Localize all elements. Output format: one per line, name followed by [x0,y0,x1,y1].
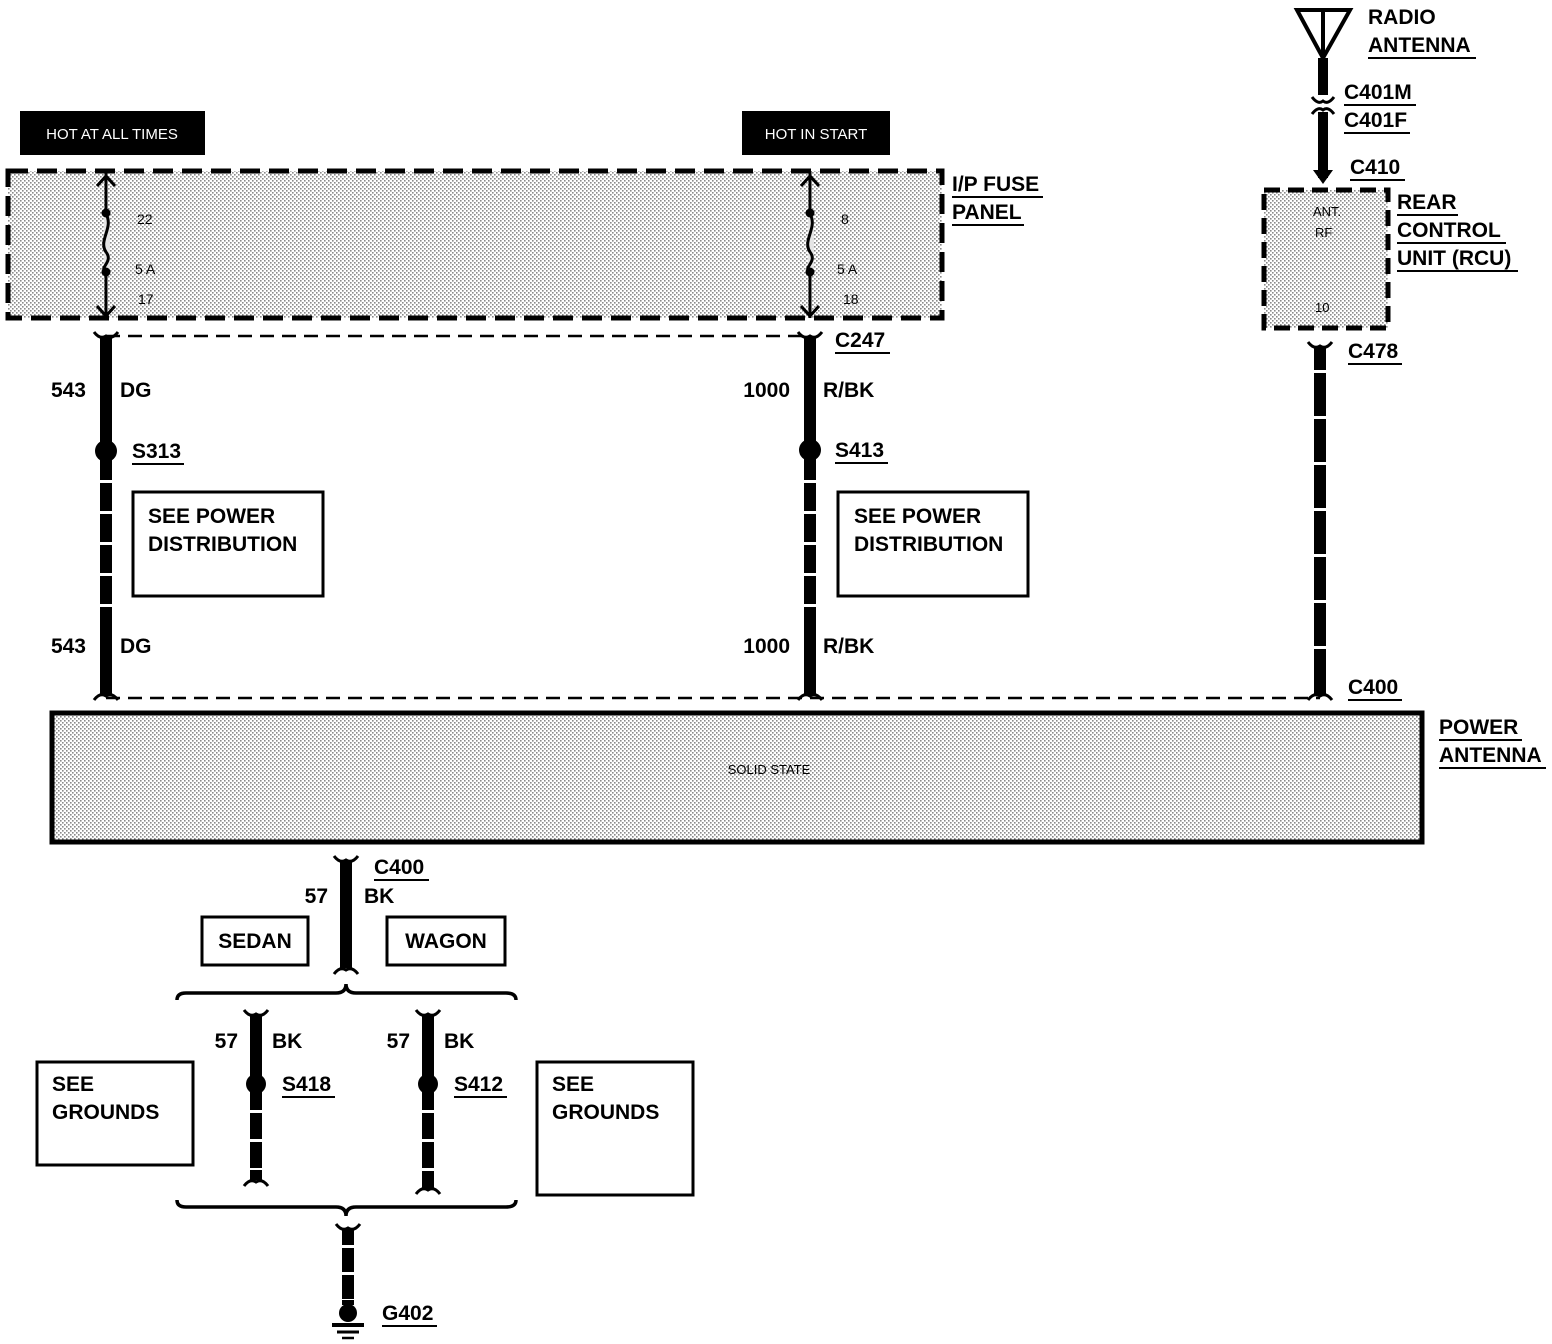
connector-c401: C401M C401F [1310,81,1416,184]
svg-text:RF: RF [1315,225,1332,240]
svg-text:R/BK: R/BK [823,635,874,658]
splice-s413: S413 [799,439,888,464]
see-power-distribution-left[interactable]: SEE POWER DISTRIBUTION [131,490,325,598]
wire-57-bk-main: C400 57 BK [305,855,429,975]
ground-wire-g402 [334,1223,362,1305]
svg-text:REAR: REAR [1397,191,1457,214]
ground-icon [332,1304,364,1340]
svg-text:G402: G402 [382,1302,433,1325]
svg-text:DISTRIBUTION: DISTRIBUTION [148,533,297,556]
svg-text:PANEL: PANEL [952,201,1022,224]
ground-label-g402: G402 [382,1302,437,1327]
svg-text:S418: S418 [282,1073,331,1096]
svg-text:10: 10 [1315,300,1329,315]
svg-text:HOT IN START: HOT IN START [765,126,868,143]
svg-text:57: 57 [387,1030,410,1053]
wire-1000-rbk: 1000 R/BK 1000 R/BK [743,331,874,701]
svg-text:HOT AT ALL TIMES: HOT AT ALL TIMES [46,126,178,143]
svg-text:SEE POWER: SEE POWER [148,505,275,528]
svg-text:ANT.: ANT. [1313,204,1341,219]
svg-text:17: 17 [138,291,154,307]
see-power-distribution-right[interactable]: SEE POWER DISTRIBUTION [836,490,1030,598]
brace-top [175,983,518,1001]
svg-text:GROUNDS: GROUNDS [52,1101,159,1124]
svg-text:C401F: C401F [1344,109,1407,132]
svg-text:ANTENNA: ANTENNA [1439,744,1542,767]
svg-text:1000: 1000 [743,379,790,402]
brace-bottom [175,1199,518,1217]
svg-text:R/BK: R/BK [823,379,874,402]
svg-text:BK: BK [272,1030,302,1053]
svg-text:C400: C400 [374,856,424,879]
svg-text:57: 57 [305,885,328,908]
svg-text:S413: S413 [835,439,884,462]
svg-text:5 A: 5 A [135,261,156,277]
svg-text:WAGON: WAGON [405,930,487,953]
svg-text:S313: S313 [132,440,181,463]
ip-fuse-panel: I/P FUSE PANEL [5,168,1043,321]
svg-text:SEE POWER: SEE POWER [854,505,981,528]
connector-c247: C247 [106,329,890,354]
svg-text:BK: BK [444,1030,474,1053]
splice-s412: S412 [418,1073,507,1098]
svg-text:C247: C247 [835,329,885,352]
svg-text:57: 57 [215,1030,238,1053]
connector-c400-top: C400 [106,676,1402,701]
hot-at-all-times-label: HOT AT ALL TIMES [20,111,205,155]
splice-s313: S313 [95,440,184,465]
svg-text:DG: DG [120,379,152,402]
svg-text:SEE: SEE [552,1073,594,1096]
hot-in-start-label: HOT IN START [742,111,890,155]
fuse-left: 22 5 A 17 [95,171,156,319]
wire-57-bk-sedan: 57 BK [215,1009,302,1187]
svg-text:SEE: SEE [52,1073,94,1096]
svg-text:ANTENNA: ANTENNA [1368,34,1471,57]
svg-text:C400: C400 [1348,676,1398,699]
power-antenna-module: SOLID STATE POWER ANTENNA [49,710,1546,845]
wire-543-dg: 543 DG 543 DG [51,331,152,701]
svg-text:SEDAN: SEDAN [218,930,292,953]
svg-text:GROUNDS: GROUNDS [552,1101,659,1124]
svg-text:543: 543 [51,635,86,658]
svg-text:DISTRIBUTION: DISTRIBUTION [854,533,1003,556]
wagon-label: WAGON [385,915,507,967]
svg-text:C410: C410 [1350,156,1400,179]
svg-text:22: 22 [137,211,153,227]
wire-rcu-antenna: C478 [1306,340,1402,701]
svg-text:C478: C478 [1348,340,1399,363]
fuse-right: 8 5 A 18 [799,171,859,319]
svg-text:I/P FUSE: I/P FUSE [952,173,1039,196]
splice-s418: S418 [246,1073,335,1098]
svg-text:8: 8 [841,211,849,227]
svg-text:S412: S412 [454,1073,503,1096]
svg-text:5 A: 5 A [837,261,858,277]
see-grounds-right[interactable]: SEE GROUNDS [535,1060,695,1197]
wire-57-bk-wagon: 57 BK [387,1009,474,1195]
svg-text:C401M: C401M [1344,81,1412,104]
svg-text:CONTROL: CONTROL [1397,219,1501,242]
svg-text:RADIO: RADIO [1368,6,1436,29]
sedan-label: SEDAN [200,915,310,967]
svg-text:DG: DG [120,635,152,658]
svg-text:18: 18 [843,291,859,307]
svg-text:POWER: POWER [1439,716,1518,739]
svg-text:SOLID STATE: SOLID STATE [728,762,811,777]
see-grounds-left[interactable]: SEE GROUNDS [35,1060,195,1167]
svg-text:543: 543 [51,379,86,402]
rear-control-unit: C410 ANT. RF 10 REAR CONTROL UNIT (RCU) [1261,156,1518,331]
svg-text:BK: BK [364,885,394,908]
svg-text:UNIT (RCU): UNIT (RCU) [1397,247,1511,270]
svg-text:1000: 1000 [743,635,790,658]
radio-antenna-icon: RADIO ANTENNA [1293,6,1476,95]
